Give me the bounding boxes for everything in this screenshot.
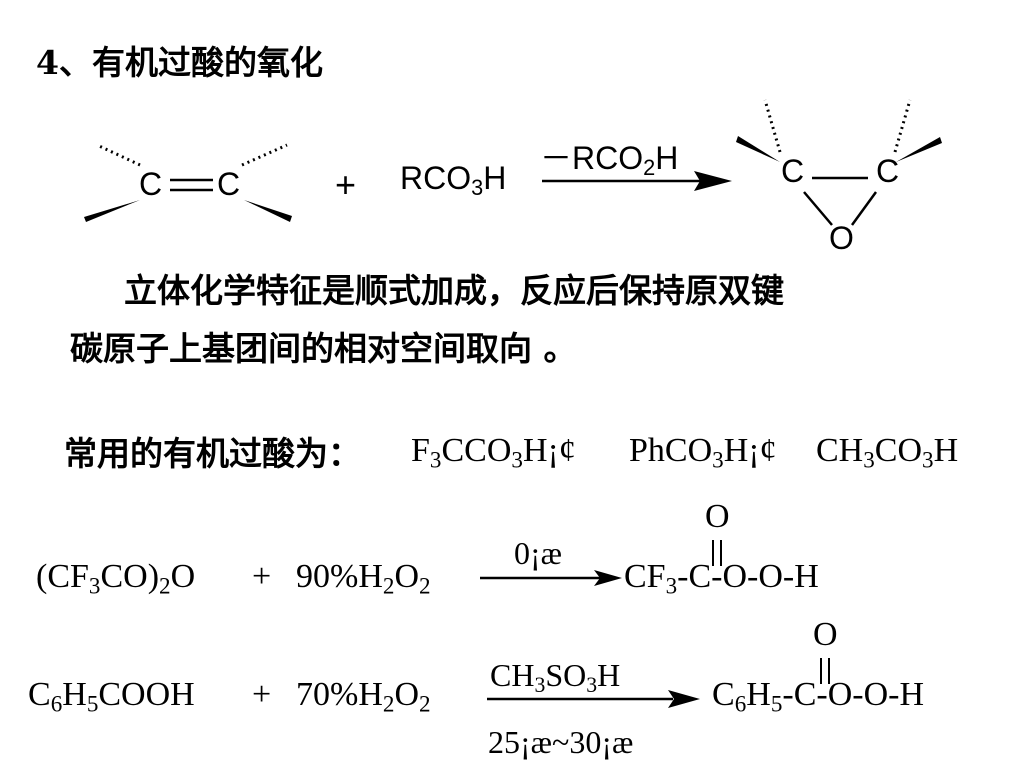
reaction2-condition: 0¡æ: [514, 535, 562, 571]
reaction1-arrow-head: [694, 171, 732, 191]
reaction2-reactant-peroxide: 90%H2O2: [296, 558, 431, 600]
epoxide-wedge-bond-left: [736, 136, 780, 162]
section-title: 4、有机过酸的氧化: [36, 43, 323, 82]
reaction3-temperature: 25¡æ~30¡æ: [488, 724, 634, 760]
common-peracids-label: 常用的有机过酸为：: [64, 434, 361, 473]
reaction3-plus: +: [252, 676, 272, 713]
alkene-carbon-right: C: [217, 166, 241, 202]
epoxide-oxygen: O: [829, 220, 854, 256]
reaction3-reactant-peroxide: 70%H2O2: [296, 676, 431, 718]
reaction2-product: CF3-C-O-O-H: [624, 558, 819, 600]
reaction1-arrow-label: －RCO2H: [540, 140, 679, 181]
epoxide-dashed-bond-right-top: [893, 99, 912, 153]
epoxide-dashed-bond-left-top: [763, 99, 782, 153]
reaction3-arrow-head: [668, 690, 700, 708]
epoxide-co-bond-right: [850, 191, 878, 226]
reaction2-carbonyl-oxygen: O: [705, 498, 730, 535]
reaction1-plus: +: [335, 164, 357, 205]
reaction3-product: C6H5-C-O-O-H: [712, 676, 925, 718]
epoxide-carbon-right: C: [876, 153, 900, 189]
reaction3-carbonyl-oxygen: O: [813, 616, 838, 653]
description-line-2: 碳原子上基团间的相对空间取向 。: [70, 329, 577, 368]
epoxide-wedge-bond-right: [896, 137, 942, 162]
reaction2-plus: +: [252, 558, 272, 595]
reaction2-reactant-anhydride: (CF3CO)2O: [36, 558, 196, 600]
peracid-perbenzoic: PhCO3H¡¢: [629, 432, 777, 474]
alkene-dashed-bond-left: [96, 143, 141, 167]
description-line-1: 立体化学特征是顺式加成，反应后保持原双键: [124, 271, 784, 310]
alkene-dashed-bond-right: [241, 143, 288, 167]
reaction2-arrow-head: [594, 570, 622, 586]
peracid-trifluoroperacetic: F3CCO3H¡¢: [411, 432, 576, 474]
reaction3-reactant-benzoic-acid: C6H5COOH: [28, 676, 195, 718]
epoxide-co-bond-left: [803, 191, 833, 226]
peracid-peracetic: CH3CO3H: [816, 432, 959, 474]
reaction3-catalyst: CH3SO3H: [490, 657, 621, 698]
alkene-carbon-left: C: [139, 166, 163, 202]
reaction1-reagent: RCO3H: [400, 160, 507, 201]
epoxide-carbon-left: C: [781, 153, 805, 189]
alkene-wedge-bond-left: [84, 200, 140, 222]
alkene-wedge-bond-right: [244, 200, 292, 222]
